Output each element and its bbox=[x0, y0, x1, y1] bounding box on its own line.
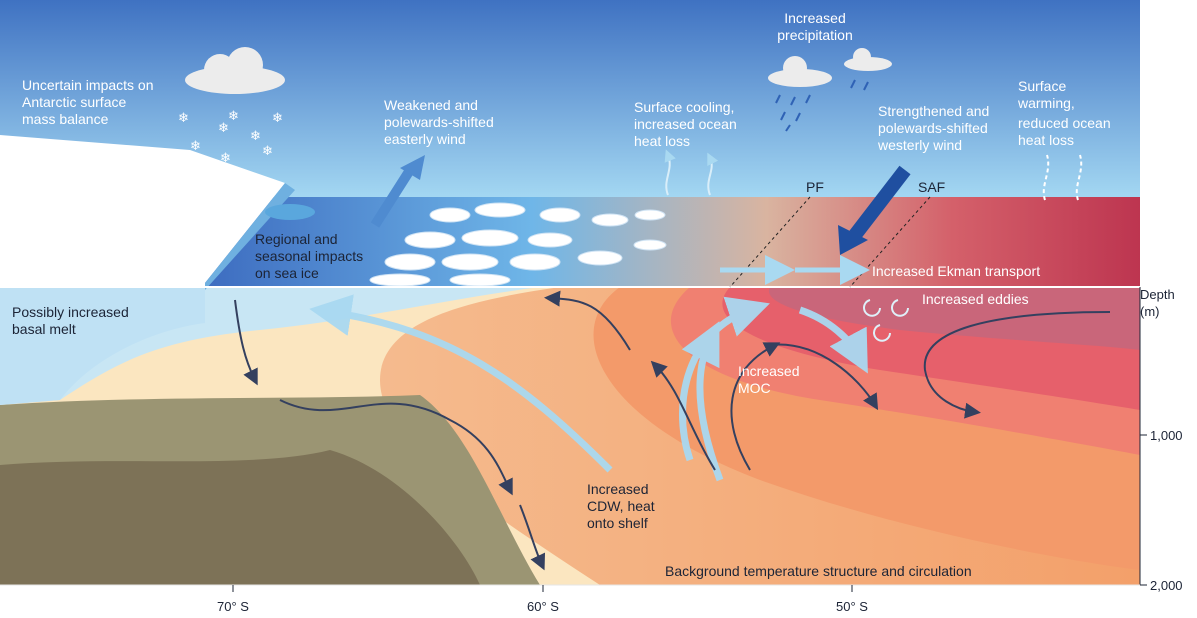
cloud-icon bbox=[844, 48, 892, 71]
latitude-tick-label: 60° S bbox=[527, 599, 559, 614]
westerly-wind-arrowhead bbox=[838, 225, 868, 255]
easterly-wind-arrowhead bbox=[400, 155, 425, 180]
svg-text:❄: ❄ bbox=[220, 150, 231, 165]
depth-axis-title: Depth(m) bbox=[1140, 287, 1175, 319]
depth-tick-label: 1,000 bbox=[1150, 428, 1183, 443]
cloud-icon bbox=[768, 56, 832, 87]
rain-icon bbox=[775, 79, 869, 132]
westerly-wind-arrow bbox=[849, 165, 911, 240]
ice-shelf bbox=[0, 135, 285, 283]
svg-text:❄: ❄ bbox=[272, 110, 283, 125]
warm-band bbox=[768, 287, 1140, 350]
bedrock-deep bbox=[0, 450, 480, 585]
depth-tick-label: 2,000 bbox=[1150, 578, 1183, 593]
eddies-label: Increased eddies bbox=[922, 291, 1029, 307]
heat-loss-arrows bbox=[664, 149, 1083, 201]
saf-line bbox=[849, 196, 931, 288]
sea-ice-floes bbox=[369, 202, 667, 287]
surface-ocean-layer bbox=[205, 197, 1140, 287]
svg-text:❄: ❄ bbox=[190, 138, 201, 153]
svg-text:❄: ❄ bbox=[262, 143, 273, 158]
cloud-icon bbox=[185, 47, 285, 94]
ekman-label: Increased Ekman transport bbox=[872, 263, 1040, 279]
ice-shelf-underside bbox=[0, 287, 205, 405]
svg-text:❄: ❄ bbox=[250, 128, 261, 143]
background-label: Background temperature structure and cir… bbox=[665, 563, 972, 579]
eddy-icons bbox=[863, 299, 909, 342]
latitude-tick-label: 50° S bbox=[836, 599, 868, 614]
meltpond bbox=[265, 204, 315, 220]
snowflake-icons: ❄❄❄❄❄❄❄❄ bbox=[178, 108, 283, 165]
svg-text:❄: ❄ bbox=[218, 120, 229, 135]
dark-circulation-arrows bbox=[234, 290, 1111, 571]
latitude-tick-label: 70° S bbox=[217, 599, 249, 614]
svg-text:❄: ❄ bbox=[178, 110, 189, 125]
easterly-wind-arrow bbox=[370, 167, 415, 228]
saf-label: SAF bbox=[918, 179, 945, 195]
svg-text:❄: ❄ bbox=[228, 108, 239, 123]
pf-label: PF bbox=[806, 179, 824, 195]
polar-front-line bbox=[729, 196, 811, 288]
light-circulation-arrows bbox=[309, 294, 868, 482]
